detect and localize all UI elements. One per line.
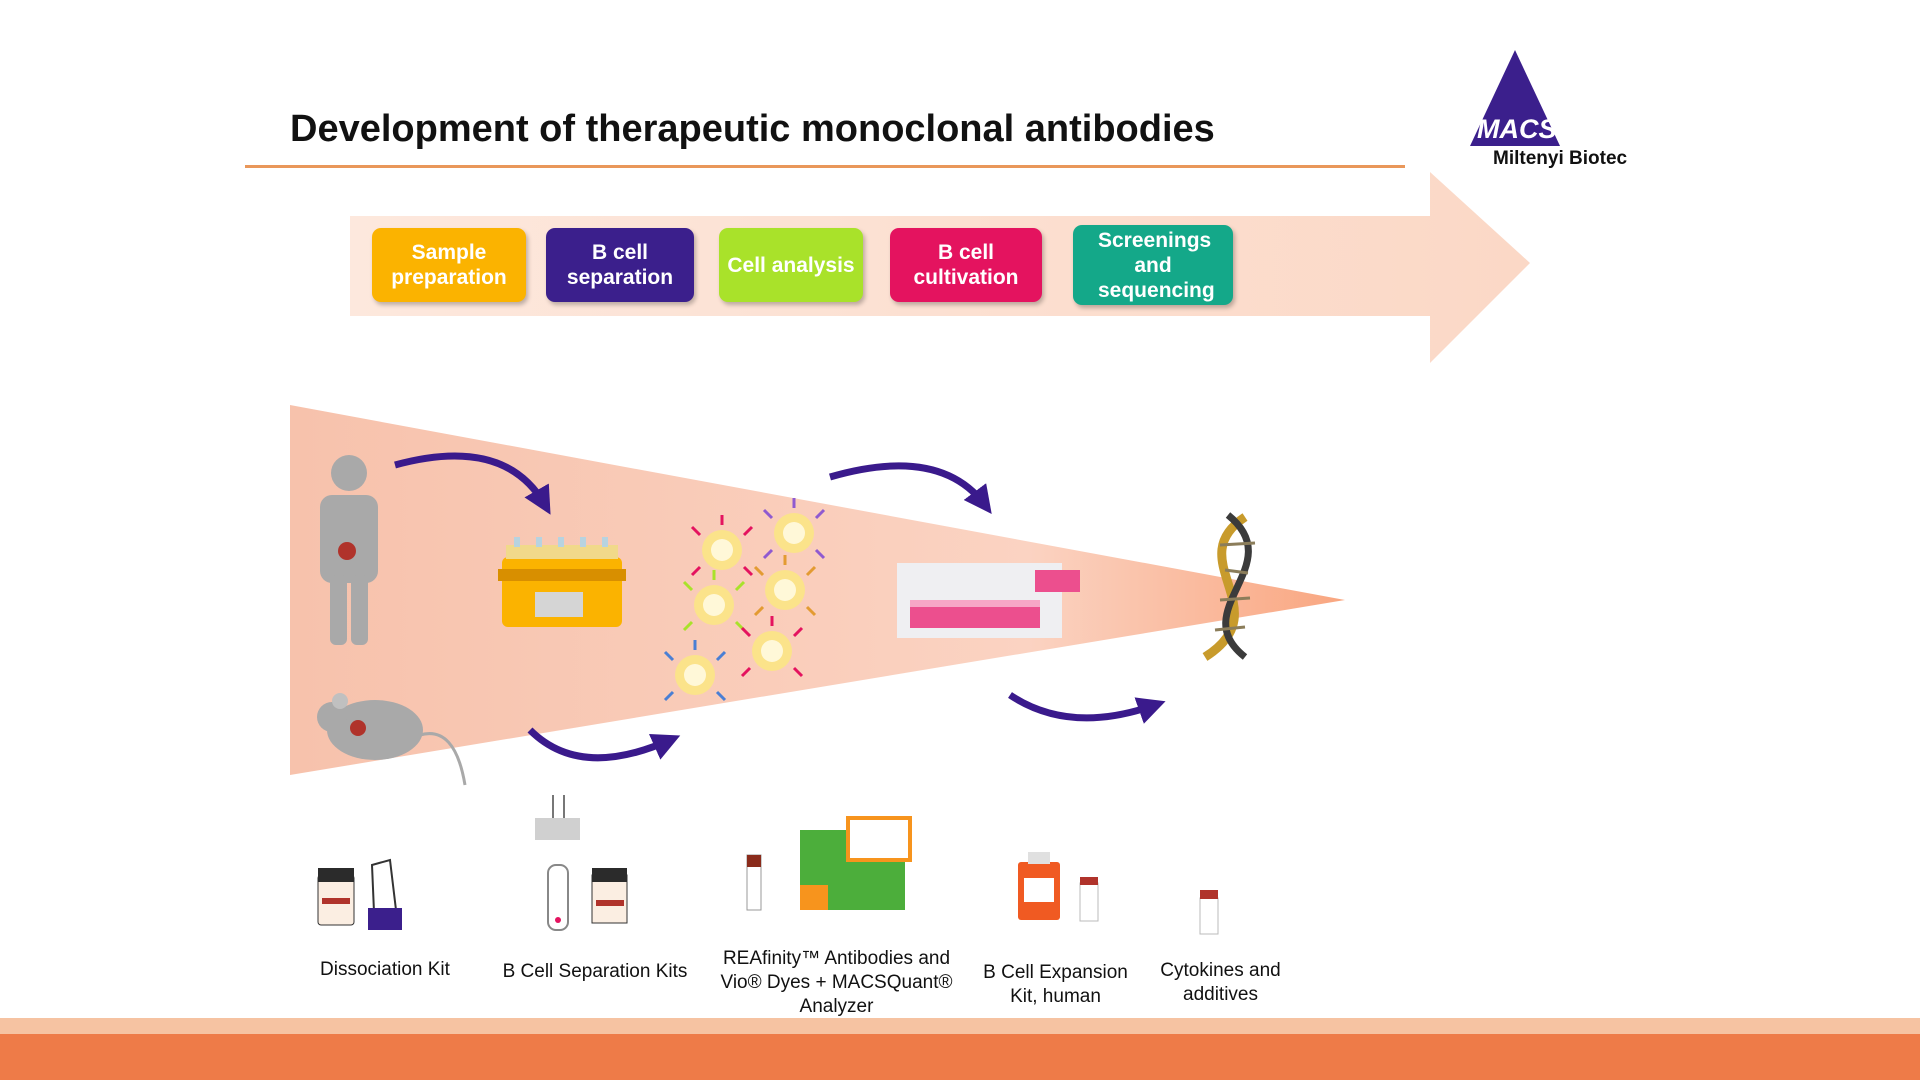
svg-text:MACS: MACS [1477, 114, 1557, 144]
step-label: B cell separation [566, 241, 674, 289]
footer-stripe-light [0, 1018, 1920, 1034]
process-arrow-icon [527, 727, 681, 762]
step-sample-preparation: Sample preparation [372, 228, 526, 302]
product-label-b-cell-expansion-kit: B Cell Expansion Kit, human [983, 962, 1128, 1007]
step-cell-analysis: Cell analysis [719, 228, 863, 302]
slide-title: Development of therapeutic monoclonal an… [290, 108, 1215, 150]
product-label-cytokines-and-additives: Cytokines and additives [1160, 960, 1281, 1005]
cell-culture-plate-icon [897, 563, 1080, 638]
product-label-reafinity-antibodies: REAfinity™ Antibodies and Vio® Dyes + MA… [720, 948, 953, 1017]
separation-column-icon [535, 795, 628, 931]
product-label-b-cell-separation-kits: B Cell Separation Kits [502, 961, 688, 982]
step-b-cell-cultivation: B cell cultivation [890, 228, 1042, 302]
process-arrow-icon [1008, 692, 1166, 724]
process-arrow-icon [394, 452, 551, 515]
macs-triangle-icon: MACS [1470, 50, 1560, 146]
workflow-illustration [290, 405, 1345, 786]
mouse-icon [317, 693, 467, 786]
funnel-wedge [290, 405, 1345, 775]
expansion-kit-icon [1018, 852, 1099, 922]
footer-bar [0, 1034, 1920, 1080]
dissociation-kit-icon [317, 858, 402, 930]
step-b-cell-separation: B cell separation [546, 228, 694, 302]
cytokine-vial-icon [1199, 890, 1219, 935]
step-label: B cell cultivation [913, 241, 1019, 289]
macs-logo: MACS Miltenyi Biotec [1465, 48, 1645, 178]
product-icons [317, 795, 1219, 935]
step-screenings-and-sequencing: Screenings and sequencing [1073, 225, 1233, 305]
labeled-b-cells-icon [663, 498, 826, 702]
step-label: Cell analysis [727, 253, 855, 277]
tissue-dissociator-icon [498, 537, 626, 627]
process-arrow-icon [829, 462, 992, 514]
step-label: Screenings and sequencing [1098, 228, 1215, 302]
product-label-dissociation-kit: Dissociation Kit [320, 959, 450, 980]
dna-helix-icon [1202, 512, 1256, 661]
human-icon [320, 455, 378, 645]
flow-cytometer-icon [746, 816, 912, 911]
step-label: Sample preparation [391, 241, 507, 289]
company-name: Miltenyi Biotec [1493, 148, 1628, 169]
title-underline [245, 165, 1405, 168]
